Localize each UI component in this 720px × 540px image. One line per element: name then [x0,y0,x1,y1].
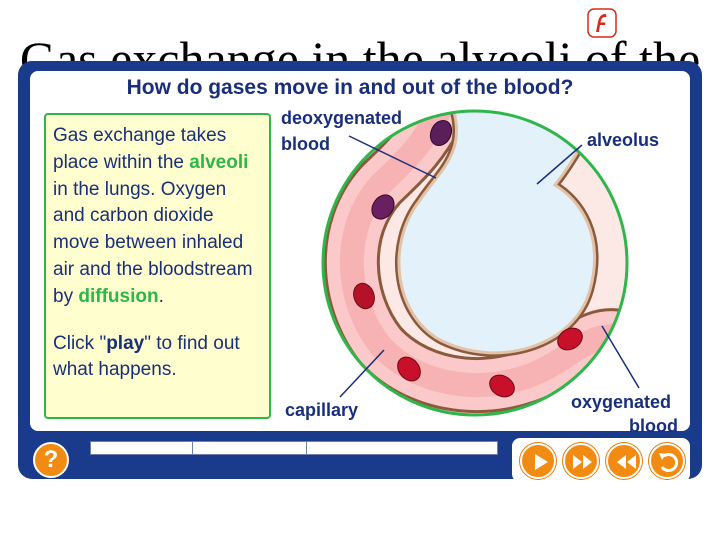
play-button[interactable] [520,443,556,479]
help-button[interactable]: ? [33,442,69,478]
progress-divider [306,442,307,454]
replay-icon [659,453,679,472]
instruction-text: " to find out what happens. [53,332,240,381]
label-alveolus: alveolus [587,130,660,150]
rewind-icon [617,455,636,469]
replay-button[interactable] [649,443,685,479]
diagram-border [321,109,629,417]
red-blood-cell [397,356,421,382]
info-text: Gas exchange takes place within the [53,125,227,173]
info-text: . [158,285,164,307]
keyword-play: play [106,332,145,354]
red-blood-cell [429,119,453,147]
rewind-button[interactable] [606,443,642,479]
label-blood-bottom: blood [629,416,678,436]
instruction-text: Click " [53,332,107,354]
leader-line [536,144,583,185]
keyword-diffusion: diffusion [78,285,159,307]
play-icon [535,454,548,470]
red-blood-cell [371,194,395,220]
info-text: in the lungs. Oxygen and carbon dioxide … [53,178,253,307]
leader-line [348,135,437,179]
page-title: How do gases move in and out of the bloo… [126,76,574,99]
keyword-alveoli: alveoli [189,151,249,173]
leader-line [601,325,640,389]
flash-logo-icon [587,8,617,38]
info-paragraph: Gas exchange takes place within the alve… [53,123,263,311]
label-blood-top: blood [281,134,330,154]
red-blood-cell [489,374,515,398]
info-textbox: Gas exchange takes place within the alve… [44,113,271,419]
fast-forward-icon [573,455,592,469]
instruction-paragraph: Click "play" to find out what happens. [53,331,263,385]
progress-divider [192,442,193,454]
progress-bar[interactable] [90,441,498,455]
red-blood-cell [557,327,583,351]
red-blood-cell [353,282,375,310]
label-oxygenated: oxygenated [571,392,672,412]
label-capillary: capillary [285,400,359,420]
fast-forward-button[interactable] [563,443,599,479]
leader-line [339,349,385,398]
label-deoxygenated: deoxygenated [281,108,403,128]
